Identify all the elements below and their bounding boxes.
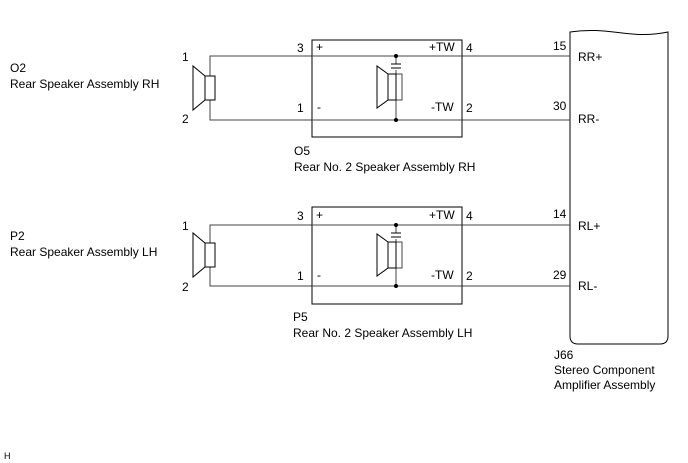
amplifier-outline	[569, 29, 669, 345]
junction-dot	[394, 54, 398, 58]
speaker-icon	[192, 64, 216, 112]
tweeter-icon	[376, 233, 397, 277]
amp-terminal-label: RL+	[578, 219, 600, 233]
speaker-name-label: Rear Speaker Assembly LH	[10, 245, 157, 259]
sub-name-label: Rear No. 2 Speaker Assembly LH	[293, 326, 472, 340]
speaker-name-label: Rear Speaker Assembly RH	[10, 77, 159, 91]
pin-right-top: 4	[466, 41, 473, 55]
label-plus: +	[316, 40, 323, 54]
wire-lh-plus-speaker	[209, 224, 312, 257]
label-minus: -	[317, 268, 321, 282]
sub-connector-label: O5	[294, 144, 310, 158]
internal-wire-lh-mid	[395, 239, 403, 269]
speaker-pin-top: 1	[182, 219, 189, 233]
internal-wire-rh-mid	[395, 70, 403, 101]
corner-mark: H	[4, 451, 11, 461]
pin-right-bottom: 2	[466, 269, 473, 283]
capacitor-icon	[391, 63, 401, 69]
amplifier-name-line2: Amplifier Assembly	[554, 378, 655, 392]
label-tw-minus: -TW	[431, 268, 454, 282]
pin-left-bottom: 1	[297, 269, 304, 283]
speaker-connector-label: P2	[10, 229, 25, 243]
junction-dot	[394, 118, 398, 122]
speaker-connector-label: O2	[10, 61, 26, 75]
amp-pin-number: 14	[553, 207, 567, 221]
amp-pin-number: 29	[553, 268, 567, 282]
sub-connector-label: P5	[293, 310, 308, 324]
junction-dot	[394, 223, 398, 227]
pin-right-top: 4	[466, 209, 473, 223]
label-minus: -	[317, 100, 321, 114]
pin-left-bottom: 1	[297, 101, 304, 115]
amp-pin-number: 15	[553, 39, 567, 53]
speaker-pin-bottom: 2	[182, 280, 189, 294]
wire-rh-plus-speaker	[209, 55, 312, 89]
amplifier-connector-label: J66	[554, 348, 574, 362]
amp-terminal-label: RL-	[578, 279, 597, 293]
amplifier-terminals: 15 RR+ 30 RR- 14 RL+ 29 RL-	[553, 39, 602, 293]
label-tw-minus: -TW	[431, 100, 454, 114]
label-tw-plus: +TW	[429, 40, 455, 54]
amp-terminal-label: RR+	[578, 50, 602, 64]
pin-left-top: 3	[297, 41, 304, 55]
channel-rh: O2 Rear Speaker Assembly RH 1 2 3 1 + - …	[10, 39, 570, 174]
amp-pin-number: 30	[553, 99, 567, 113]
amplifier-name-line1: Stereo Component	[554, 363, 655, 377]
speaker-pin-top: 1	[182, 50, 189, 64]
pin-left-top: 3	[297, 209, 304, 223]
pin-right-bottom: 2	[466, 101, 473, 115]
capacitor-icon	[391, 232, 401, 238]
tweeter-icon	[376, 65, 397, 109]
speaker-pin-bottom: 2	[182, 112, 189, 126]
speaker-icon	[192, 231, 216, 279]
amp-terminal-label: RR-	[578, 112, 599, 126]
junction-dot	[394, 284, 398, 288]
label-plus: +	[316, 208, 323, 222]
channel-lh: P2 Rear Speaker Assembly LH 1 2 3 1 + - …	[10, 206, 570, 340]
sub-name-label: Rear No. 2 Speaker Assembly RH	[294, 160, 475, 174]
label-tw-plus: +TW	[429, 208, 455, 222]
